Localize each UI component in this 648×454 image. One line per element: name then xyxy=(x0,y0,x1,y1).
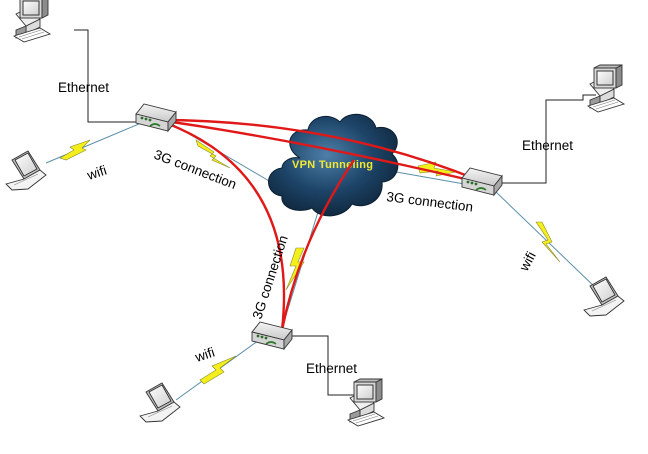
wifi-label: wifi xyxy=(84,163,108,184)
ethernet-label: Ethernet xyxy=(58,80,109,95)
wifi-link-top-left xyxy=(45,120,147,164)
lightning-bolt-icon xyxy=(199,355,237,385)
ethernet-cable-bottom xyxy=(288,335,354,396)
ethernet-cable-top-left xyxy=(74,29,142,123)
internet-cloud-icon xyxy=(268,113,399,217)
lightning-bolt-icon xyxy=(59,139,91,161)
ethernet-cable-right xyxy=(494,94,596,184)
lightning-bolt-icon xyxy=(195,139,231,169)
vpn-tunnel-lines xyxy=(157,118,479,331)
lightning-bolt-icon xyxy=(535,221,561,263)
ethernet-label: Ethernet xyxy=(306,361,357,376)
desktop-computer-icon xyxy=(347,378,385,427)
desktop-computer-icon xyxy=(587,64,625,113)
3g-link-bottom xyxy=(282,211,319,326)
router-icon xyxy=(135,103,177,132)
vpn-tunneling-label: VPN Tunneling xyxy=(292,159,373,171)
3g-connection-label: 3G connection xyxy=(152,147,239,192)
lightning-bolt-icon xyxy=(285,247,305,291)
3g-connection-label: 3G connection xyxy=(386,189,474,214)
3g-link-right xyxy=(384,169,471,186)
laptop-icon xyxy=(5,150,47,191)
desktop-computer-icon xyxy=(13,0,51,43)
ethernet-label: Ethernet xyxy=(522,138,573,153)
wifi-label: wifi xyxy=(516,249,539,274)
laptop-icon xyxy=(139,382,181,423)
wifi-label: wifi xyxy=(192,345,216,366)
router-icon xyxy=(461,167,503,196)
router-icon xyxy=(251,321,293,350)
